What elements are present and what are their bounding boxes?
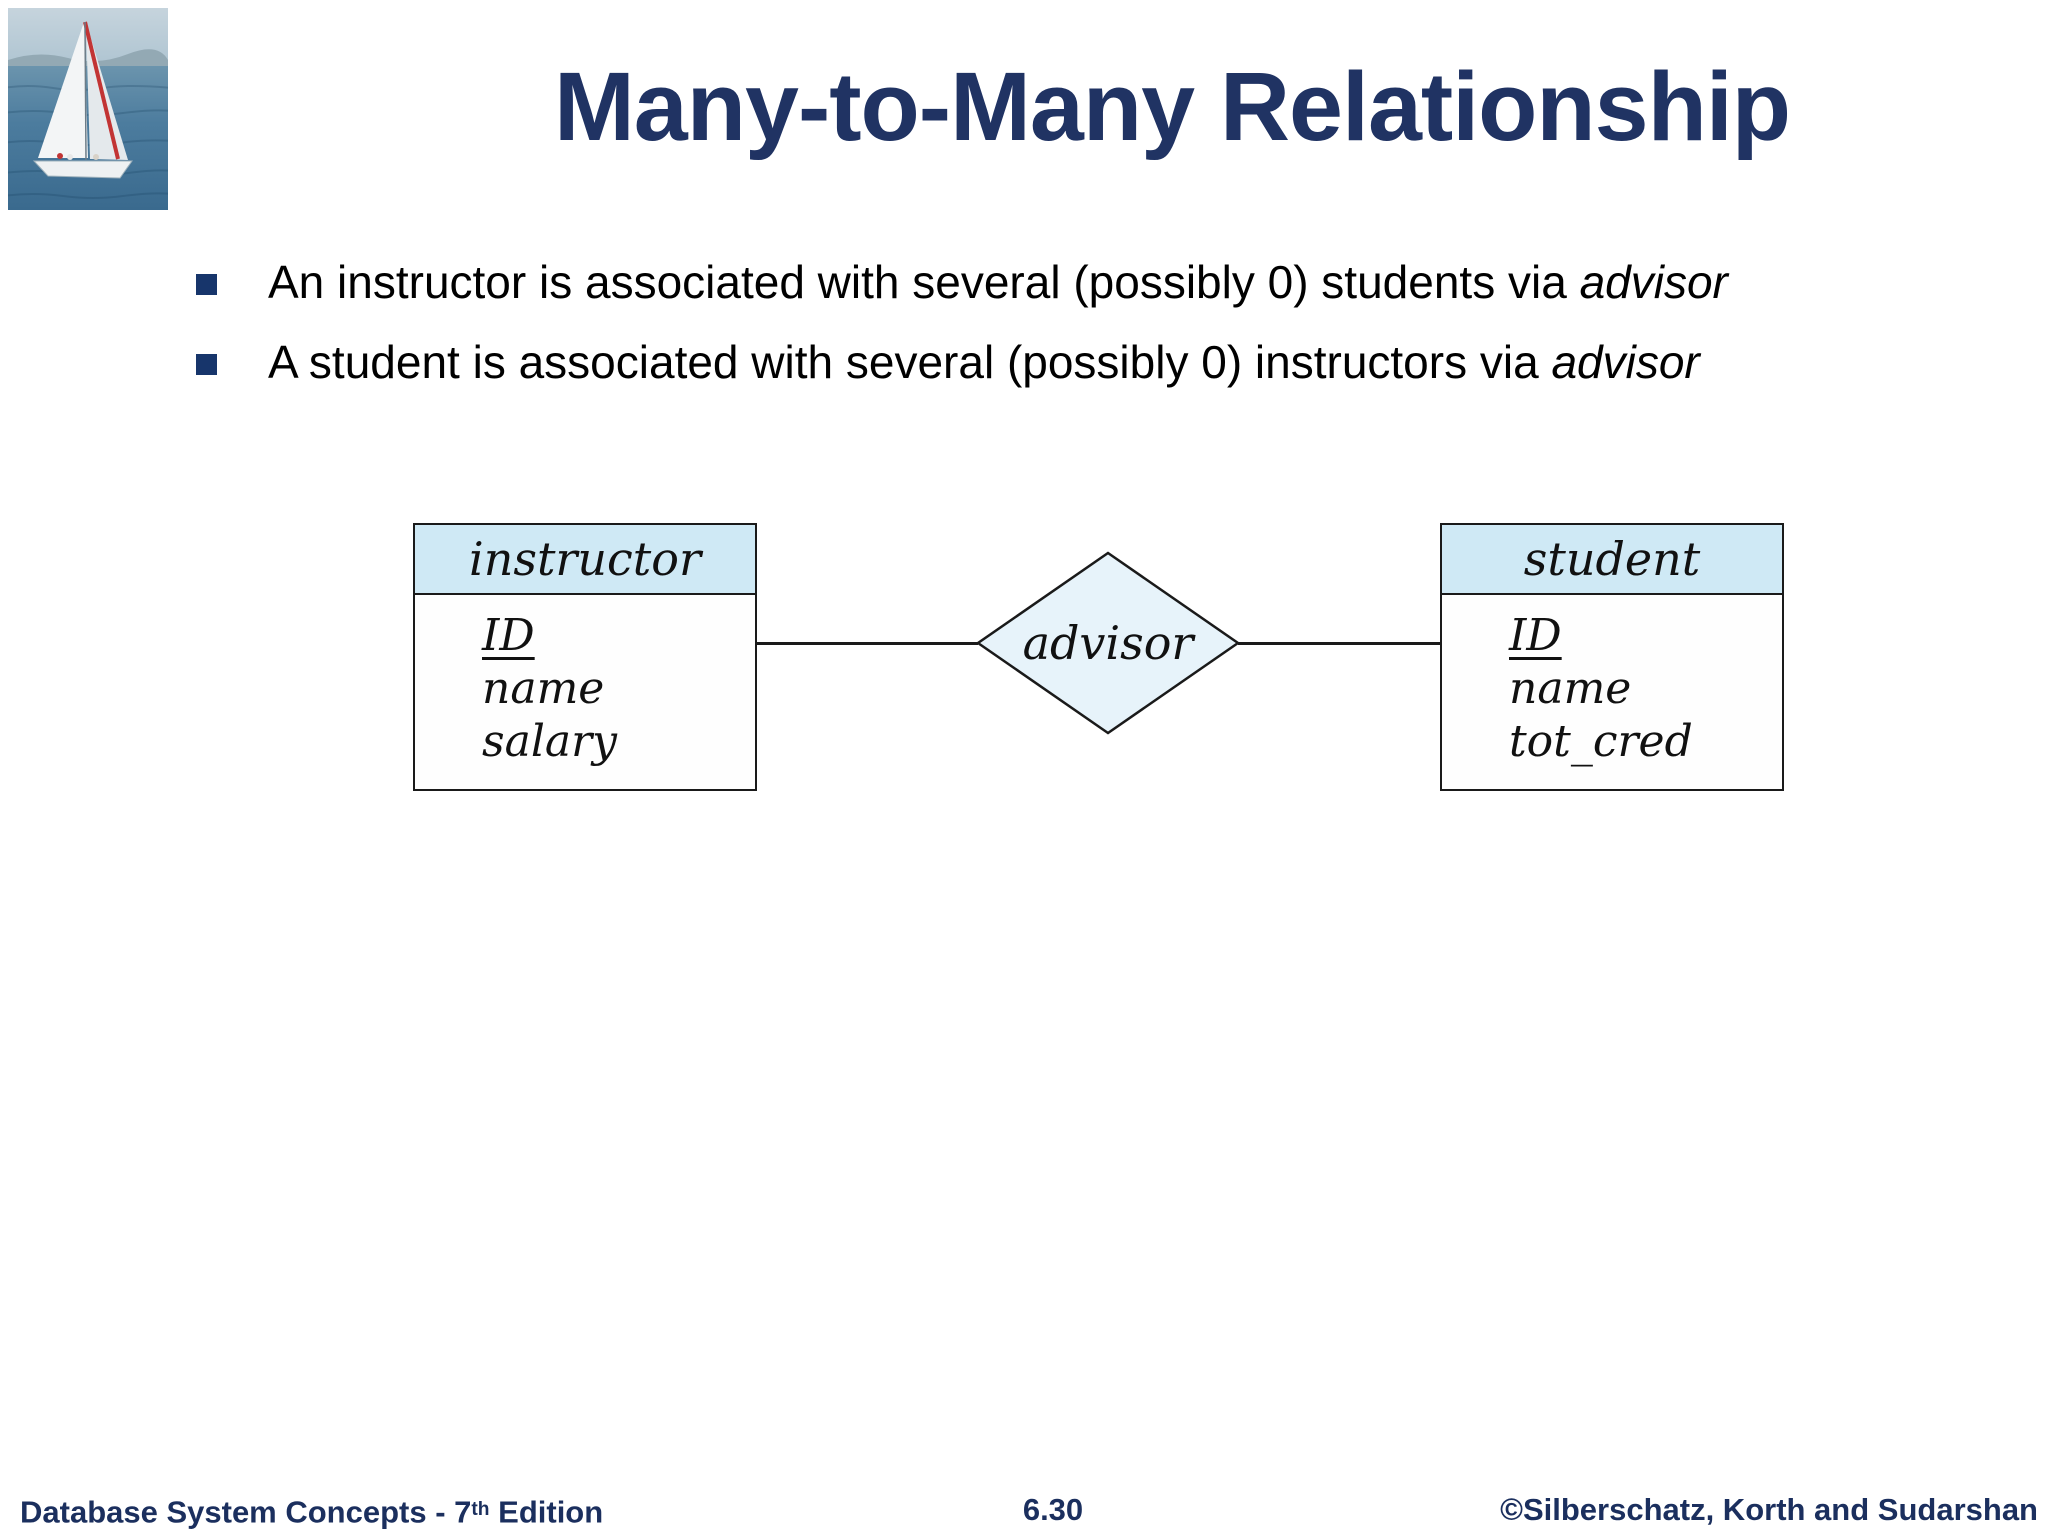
attribute-student-totcred: tot_cred xyxy=(1509,716,1693,767)
relationship-diamond xyxy=(975,551,1241,735)
bullet-1-body: An instructor is associated with several… xyxy=(268,256,1580,308)
connector-advisor-student xyxy=(1238,642,1440,645)
connector-instructor-advisor xyxy=(757,642,978,645)
entity-instructor: instructor ID name salary xyxy=(413,523,757,791)
footer-page-number: 6.30 xyxy=(1022,1492,1084,1527)
entity-student-attributes: ID name tot_cred xyxy=(1442,595,1782,768)
bullet-item-1: An instructor is associated with several… xyxy=(196,255,1896,309)
bullet-item-2: A student is associated with several (po… xyxy=(196,335,1896,389)
entity-instructor-title: instructor xyxy=(415,525,755,595)
footer-book-title-suffix: Edition xyxy=(489,1494,604,1530)
entity-student: student ID name tot_cred xyxy=(1440,523,1784,791)
bullet-square-icon xyxy=(196,354,217,375)
relationship-advisor-label: advisor xyxy=(1022,616,1194,670)
entity-student-title: student xyxy=(1442,525,1782,595)
attribute-student-id: ID xyxy=(1509,610,1562,661)
attribute-instructor-salary: salary xyxy=(482,716,618,767)
attribute-instructor-name: name xyxy=(482,663,605,714)
bullet-2-body: A student is associated with several (po… xyxy=(268,336,1552,388)
bullet-text-2: A student is associated with several (po… xyxy=(268,335,1700,389)
attribute-instructor-id: ID xyxy=(482,610,535,661)
bullet-text-1: An instructor is associated with several… xyxy=(268,255,1728,309)
attribute-student-name: name xyxy=(1509,663,1632,714)
sailboat-photo xyxy=(8,8,168,210)
bullet-2-emphasis: advisor xyxy=(1551,336,1700,388)
bullet-1-emphasis: advisor xyxy=(1579,256,1728,308)
footer-book-title-prefix: Database System Concepts - 7 xyxy=(20,1494,472,1530)
bullet-square-icon xyxy=(196,274,217,295)
footer-edition-superscript: th xyxy=(471,1499,490,1520)
page-title: Many-to-Many Relationship xyxy=(554,52,1791,161)
footer-book-title: Database System Concepts - 7th Edition xyxy=(20,1492,603,1531)
entity-instructor-attributes: ID name salary xyxy=(415,595,755,768)
sailboat-illustration xyxy=(8,8,168,210)
bullet-list: An instructor is associated with several… xyxy=(196,255,1896,415)
footer-copyright: ©Silberschatz, Korth and Sudarshan xyxy=(1500,1492,2038,1527)
